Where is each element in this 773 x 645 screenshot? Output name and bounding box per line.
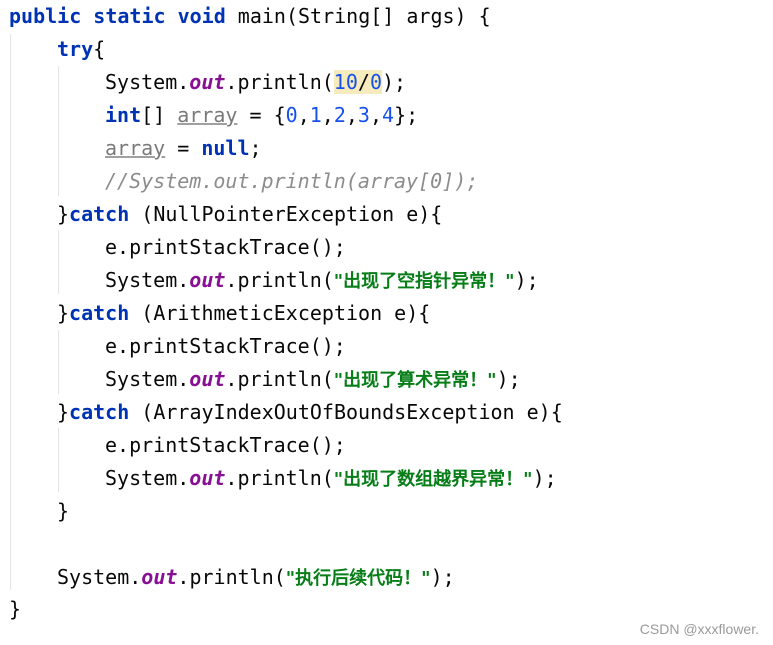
- catch-clause: (ArrayIndexOutOfBoundsException e){: [129, 400, 563, 424]
- method-call: .println(: [225, 268, 334, 292]
- brace: }: [9, 597, 22, 621]
- punctuation: );: [496, 367, 521, 391]
- identifier: System.: [105, 466, 190, 490]
- static-field: out: [189, 466, 226, 490]
- identifier: System.: [105, 367, 190, 391]
- code-line[interactable]: e.printStackTrace();: [105, 231, 346, 264]
- code-line[interactable]: e.printStackTrace();: [105, 429, 346, 462]
- code-line[interactable]: array = null;: [105, 132, 262, 165]
- indent-guide: [58, 66, 59, 196]
- code-line[interactable]: e.printStackTrace();: [105, 330, 346, 363]
- punctuation: ,: [345, 103, 358, 127]
- static-field: out: [189, 70, 226, 94]
- variable: array: [177, 103, 238, 127]
- indent-guide: [10, 34, 11, 590]
- code-line[interactable]: try{: [57, 33, 105, 66]
- code-line[interactable]: System.out.println("执行后续代码！");: [57, 561, 455, 594]
- number-literal: 2: [333, 103, 346, 127]
- string-literal: "执行后续代码！": [285, 568, 431, 589]
- punctuation: ;: [249, 136, 262, 160]
- indent-guide: [58, 428, 59, 492]
- number-literal: 1: [309, 103, 322, 127]
- string-literal: "出现了空指针异常！": [333, 271, 515, 292]
- static-field: out: [189, 367, 226, 391]
- method-call: e.printStackTrace();: [105, 433, 346, 457]
- code-line[interactable]: }catch (ArithmeticException e){: [57, 297, 430, 330]
- catch-clause: (ArithmeticException e){: [129, 301, 431, 325]
- code-line[interactable]: }: [9, 593, 21, 626]
- punctuation: };: [394, 103, 419, 127]
- brace: {: [93, 37, 106, 61]
- brace: }: [57, 202, 70, 226]
- brace: }: [57, 499, 70, 523]
- number-literal: 0: [285, 103, 298, 127]
- keyword: catch: [69, 400, 130, 424]
- punctuation: []: [141, 103, 178, 127]
- method-call: .println(: [225, 367, 334, 391]
- operator: /: [357, 70, 370, 94]
- code-line[interactable]: System.out.println(10/0);: [105, 66, 406, 99]
- keyword: int: [105, 103, 142, 127]
- identifier: System.: [105, 268, 190, 292]
- punctuation: ,: [321, 103, 334, 127]
- identifier: System.: [57, 565, 142, 589]
- code-line[interactable]: System.out.println("出现了数组越界异常！");: [105, 462, 557, 495]
- code-line[interactable]: public static void main(String[] args) {: [9, 0, 491, 33]
- indent-guide: [58, 230, 59, 294]
- variable: array: [105, 136, 166, 160]
- punctuation: );: [514, 268, 539, 292]
- static-field: out: [189, 268, 226, 292]
- method-call: e.printStackTrace();: [105, 235, 346, 259]
- static-field: out: [141, 565, 178, 589]
- indent-guide: [58, 330, 59, 394]
- method-call: .println(: [177, 565, 286, 589]
- string-literal: "出现了算术异常！": [333, 370, 497, 391]
- code-line[interactable]: System.out.println("出现了空指针异常！");: [105, 264, 539, 297]
- punctuation: ,: [297, 103, 310, 127]
- number-literal: 3: [357, 103, 370, 127]
- code-line[interactable]: }catch (NullPointerException e){: [57, 198, 442, 231]
- method-signature: main(String[] args) {: [237, 4, 491, 28]
- string-literal: "出现了数组越界异常！": [333, 469, 533, 490]
- number-literal: 0: [369, 70, 382, 94]
- keyword: null: [201, 136, 250, 160]
- comment: //System.out.println(array[0]);: [105, 169, 479, 193]
- catch-clause: (NullPointerException e){: [129, 202, 443, 226]
- number-literal: 10: [333, 70, 358, 94]
- punctuation: );: [430, 565, 455, 589]
- method-call: .println(: [225, 466, 334, 490]
- keyword: catch: [69, 301, 130, 325]
- operator: =: [165, 136, 202, 160]
- punctuation: );: [532, 466, 557, 490]
- number-literal: 4: [382, 103, 395, 127]
- keyword: catch: [69, 202, 130, 226]
- code-line[interactable]: }: [57, 495, 69, 528]
- method-call: .println(: [225, 70, 334, 94]
- identifier: System.: [105, 70, 190, 94]
- punctuation: );: [381, 70, 407, 94]
- punctuation: = {: [237, 103, 286, 127]
- punctuation: ,: [369, 103, 383, 127]
- keyword: try: [57, 37, 94, 61]
- code-line[interactable]: System.out.println("出现了算术异常！");: [105, 363, 521, 396]
- watermark: CSDN @xxxflower.: [639, 621, 759, 637]
- method-call: e.printStackTrace();: [105, 334, 346, 358]
- brace: }: [57, 301, 70, 325]
- code-line[interactable]: }catch (ArrayIndexOutOfBoundsException e…: [57, 396, 563, 429]
- brace: }: [57, 400, 70, 424]
- keyword: public static void: [9, 4, 238, 28]
- code-line[interactable]: //System.out.println(array[0]);: [105, 165, 478, 198]
- code-line[interactable]: int[] array = {0,1,2,3,4};: [105, 99, 418, 132]
